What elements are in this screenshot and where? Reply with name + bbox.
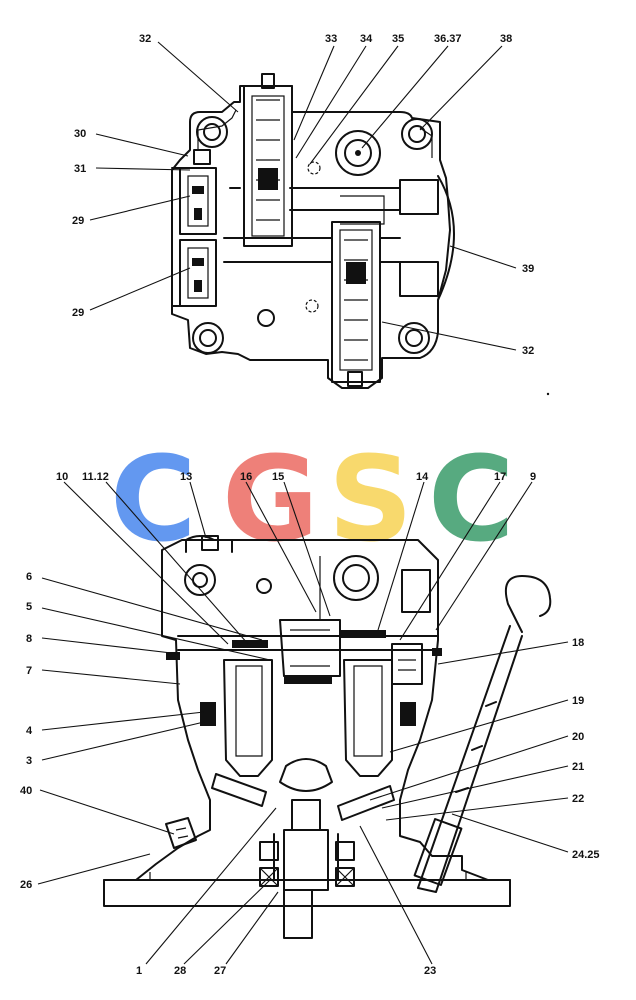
callout-16: 16: [240, 471, 252, 483]
callout-15: 15: [272, 471, 284, 483]
bottom-view-drawing: [103, 535, 552, 939]
watermark-letter-c1: C: [110, 430, 197, 568]
callout-8: 8: [26, 633, 32, 645]
callout-32-bottom: 32: [522, 345, 534, 357]
callout-21: 21: [572, 761, 584, 773]
callout-4: 4: [26, 725, 33, 737]
speck-dot: [546, 392, 550, 396]
callout-14: 14: [416, 471, 429, 483]
callout-23: 23: [424, 965, 436, 977]
callout-5: 5: [26, 601, 32, 613]
callout-13: 13: [180, 471, 192, 483]
callout-6: 6: [26, 571, 32, 583]
callout-18: 18: [572, 637, 584, 649]
callout-36-37: 36.37: [434, 33, 462, 45]
callout-20: 20: [572, 731, 584, 743]
bottom-view-labels: 10 11.12 13 16 15 14 17 9 6 5 8 7 4 3 40…: [20, 471, 600, 977]
callout-9: 9: [530, 471, 536, 483]
callout-29-lower: 29: [72, 307, 84, 319]
watermark-letter-g: G: [222, 430, 319, 568]
top-view-labels: 32 33 34 35 36.37 38 30 31 29 29 39 32: [72, 33, 534, 357]
callout-31: 31: [74, 163, 86, 175]
top-view-leaders: [89, 41, 517, 351]
callout-7: 7: [26, 665, 32, 677]
callout-34: 34: [360, 33, 373, 45]
callout-22: 22: [572, 793, 584, 805]
callout-19: 19: [572, 695, 584, 707]
callout-30: 30: [74, 128, 86, 140]
callout-39: 39: [522, 263, 534, 275]
top-view-drawing: [171, 73, 455, 389]
callout-10: 10: [56, 471, 68, 483]
bottom-view-leaders: [37, 481, 569, 965]
callout-24-25: 24.25: [572, 849, 600, 861]
callout-29-upper: 29: [72, 215, 84, 227]
callout-3: 3: [26, 755, 32, 767]
callout-38: 38: [500, 33, 512, 45]
watermark-letter-s: S: [328, 430, 413, 568]
watermark-letter-c2: C: [428, 430, 515, 568]
callout-28: 28: [174, 965, 186, 977]
callout-33: 33: [325, 33, 337, 45]
callout-35: 35: [392, 33, 404, 45]
callout-17: 17: [494, 471, 506, 483]
callout-1: 1: [136, 965, 142, 977]
callout-32-top: 32: [139, 33, 151, 45]
callout-11-12: 11.12: [82, 471, 109, 483]
callout-40: 40: [20, 785, 32, 797]
watermark: C G S C: [110, 430, 515, 568]
callout-27: 27: [214, 965, 226, 977]
callout-26: 26: [20, 879, 32, 891]
